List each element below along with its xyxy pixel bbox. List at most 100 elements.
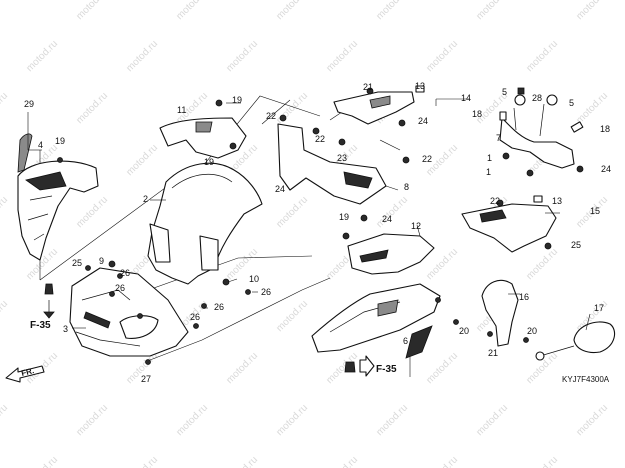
callout-22: 22 [266,111,276,121]
watermark-text: motod.ru [574,90,610,126]
callout-24: 24 [382,214,392,224]
watermark-text: motod.ru [224,350,260,386]
callout-22: 22 [315,134,325,144]
meter-bracket [159,117,247,159]
callout-13: 13 [552,196,562,206]
callout-22: 22 [490,196,500,206]
lower-trim [405,325,433,359]
fairing-stay [499,94,575,169]
callout-4: 4 [38,140,43,150]
callout-20: 20 [527,326,537,336]
inner-upper-panel [277,123,387,205]
watermark-text: motod.ru [274,90,310,126]
callout-19: 19 [339,212,349,222]
watermark-text: motod.ru [274,0,310,22]
callout-22: 22 [422,154,432,164]
callout-28: 28 [532,93,542,103]
watermark-text: motod.ru [324,454,360,468]
callout-24: 24 [275,184,285,194]
callout-26: 26 [120,268,130,278]
watermark-text: motod.ru [374,402,410,438]
callout-27: 27 [141,374,151,384]
callout-17: 17 [594,303,604,313]
callout-2: 2 [143,194,148,204]
callout-6: 6 [403,336,408,346]
leader-line [585,313,591,331]
side-bracket [461,203,557,253]
watermark-text: motod.ru [0,194,10,230]
callout-21: 21 [363,82,373,92]
watermark-text: motod.ru [24,38,60,74]
watermark-text: motod.ru [374,0,410,22]
callout-19: 19 [55,136,65,146]
callout-5: 5 [569,98,574,108]
section-ref-2: F-35 [359,355,397,377]
watermark-text: motod.ru [0,402,10,438]
watermark-text: motod.ru [124,142,160,178]
callout-26: 26 [261,287,271,297]
watermark-text: motod.ru [224,38,260,74]
callout-23: 23 [337,153,347,163]
watermark-text: motod.ru [524,38,560,74]
lower-cowl [311,283,441,353]
watermark-text: motod.ru [524,246,560,282]
watermark-text: motod.ru [124,454,160,468]
watermark-text: motod.ru [574,0,610,22]
watermark-text: motod.ru [474,0,510,22]
callout-7: 7 [496,133,501,143]
front-cowl [69,267,189,357]
left-inner-panel [17,133,99,261]
watermark-text: motod.ru [324,38,360,74]
callout-10: 10 [249,274,259,284]
watermark-text: motod.ru [474,402,510,438]
leader-line [385,185,399,191]
leader-line [227,278,238,283]
watermark-text: motod.ru [274,402,310,438]
section-ref-1: F-35 [30,300,55,331]
callout-19: 19 [204,157,214,167]
windscreen [147,162,263,285]
callout-18: 18 [472,109,482,119]
fasteners [44,85,584,373]
watermark-text: motod.ru [274,194,310,230]
callout-3: 3 [63,324,68,334]
callout-25: 25 [571,240,581,250]
callout-15: 15 [590,206,600,216]
callout-19: 19 [232,95,242,105]
callout-24: 24 [418,116,428,126]
watermark-text: motod.ru [124,38,160,74]
watermark-text: motod.ru [0,90,10,126]
watermark-text: motod.ru [74,194,110,230]
upper-bracket [333,91,415,125]
watermark-text: motod.ru [0,298,10,334]
front-direction-arrow: FR. [5,365,45,383]
callout-29: 29 [24,99,34,109]
callout-1: 1 [487,153,492,163]
section-ref-label: F-35 [376,364,397,375]
watermark-text: motod.ru [274,298,310,334]
watermark-text: motod.ru [174,0,210,22]
watermark-text: motod.ru [224,454,260,468]
watermark-text: motod.ru [574,402,610,438]
callout-25: 25 [72,258,82,268]
callout-24: 24 [601,164,611,174]
callout-16: 16 [519,292,529,302]
callout-5: 5 [502,87,507,97]
callout-1: 1 [486,167,491,177]
callout-14: 14 [461,93,471,103]
leader-line [416,224,421,237]
callout-20: 20 [459,326,469,336]
callout-9: 9 [99,256,104,266]
watermark-text: motod.ru [424,454,460,468]
watermark-text: motod.ru [74,0,110,22]
callout-11: 11 [177,105,186,115]
front-label: FR. [20,366,35,378]
callout-26: 26 [115,283,125,293]
section-ref-label: F-35 [30,320,51,331]
mirror-left [481,279,519,347]
watermark-text: motod.ru [374,194,410,230]
callout-13: 13 [415,81,425,91]
watermark-text: motod.ru [524,454,560,468]
